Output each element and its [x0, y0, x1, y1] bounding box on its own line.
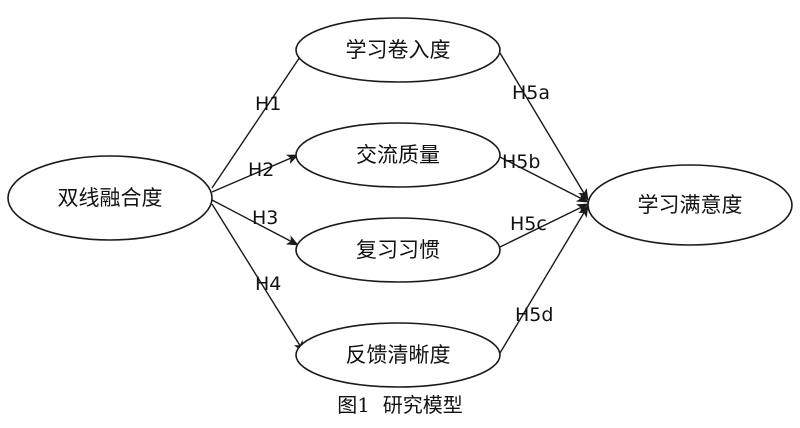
edge-h5d	[499, 205, 589, 354]
edge-h3	[211, 199, 299, 246]
edge-h1	[211, 47, 307, 189]
edge-label-h3: H3	[252, 207, 278, 229]
node-m4-label: 反馈清晰度	[346, 343, 451, 367]
edge-label-h2: H2	[248, 159, 274, 181]
node-source-label: 双线融合度	[58, 186, 163, 210]
edge-h5b	[499, 156, 589, 203]
node-m1: 学习卷入度	[295, 17, 501, 83]
edge-label-h4: H4	[255, 273, 281, 295]
node-m2-label: 交流质量	[356, 143, 440, 167]
node-m1-label: 学习卷入度	[346, 38, 451, 62]
edge-h2	[211, 154, 299, 193]
edge-h4	[211, 203, 305, 353]
edge-label-h5b: H5b	[502, 151, 540, 173]
figure-caption: 图1 研究模型	[337, 393, 462, 417]
node-m3: 复习习惯	[295, 217, 501, 283]
node-source: 双线融合度	[7, 155, 213, 241]
node-target: 学习满意度	[587, 164, 793, 246]
node-m2: 交流质量	[295, 122, 501, 188]
node-m4: 反馈清晰度	[295, 322, 501, 388]
edge-label-h5a: H5a	[512, 82, 550, 104]
edge-label-h1: H1	[255, 93, 281, 115]
node-m3-label: 复习习惯	[356, 238, 440, 262]
edge-label-h5d: H5d	[515, 304, 553, 326]
edge-h5c	[499, 203, 589, 248]
edge-h5a	[499, 52, 589, 201]
edge-label-h5c: H5c	[510, 213, 547, 235]
node-target-label: 学习满意度	[638, 193, 743, 217]
